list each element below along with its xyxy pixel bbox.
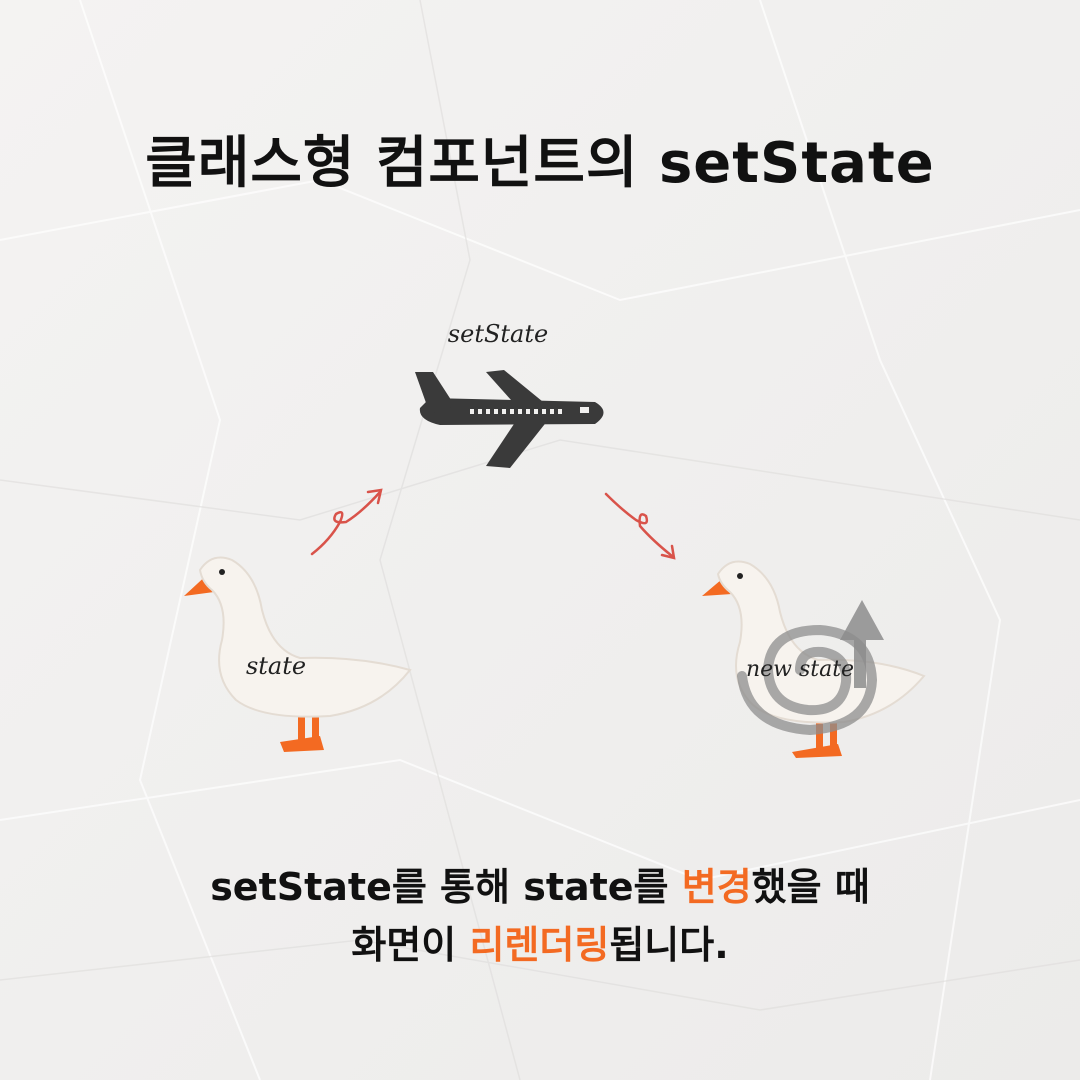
caption: setState를 통해 state를 변경했을 때 화면이 리렌더링됩니다.: [0, 858, 1080, 974]
up-arrow-icon: [840, 600, 884, 688]
goose-left-label: state: [246, 652, 306, 680]
airplane-icon: [415, 370, 604, 468]
goose-left: [184, 556, 412, 752]
highlight-change: 변경: [681, 865, 752, 909]
airplane-label: setState: [448, 320, 548, 348]
highlight-rerender: 리렌더링: [469, 923, 610, 967]
arrow-left-up: [310, 488, 383, 556]
goose-right-label: new state: [746, 657, 854, 682]
page-title: 클래스형 컴포넌트의 setState: [145, 131, 935, 196]
swirl-icon: [737, 624, 878, 736]
arrow-right-down: [604, 492, 676, 560]
caption-line-2: 화면이 리렌더링됩니다.: [351, 923, 729, 967]
caption-line-1: setState를 통해 state를 변경했을 때: [210, 865, 870, 909]
